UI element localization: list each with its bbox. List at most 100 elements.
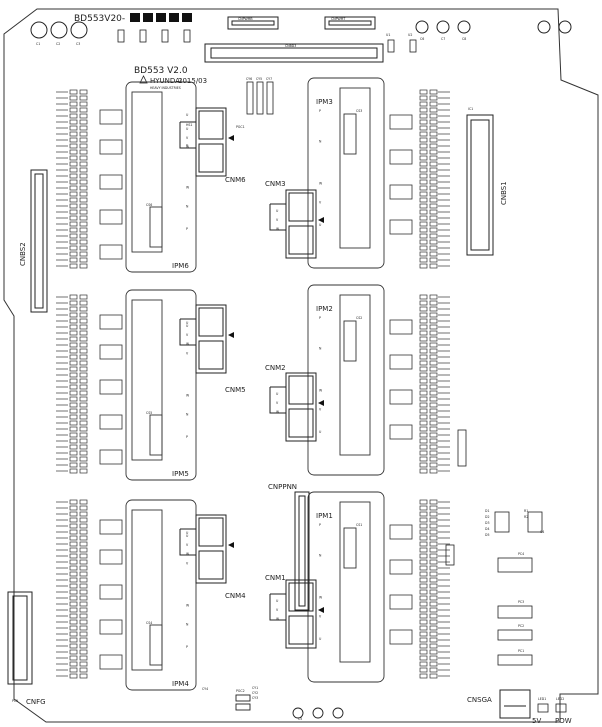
- resistor: [419, 155, 428, 161]
- cnm-pin-block: [198, 517, 224, 547]
- resistor: [69, 523, 78, 529]
- resistor: [419, 631, 428, 637]
- resistor: [429, 131, 438, 137]
- label-r1: R1: [524, 509, 528, 513]
- resistor: [429, 149, 438, 155]
- resistor: [69, 149, 78, 155]
- optocoupler: [99, 519, 123, 535]
- top-cap-label-3: CY7: [266, 77, 272, 81]
- resistor: [69, 529, 78, 535]
- cnm-lead: [269, 386, 286, 414]
- resistor: [79, 643, 88, 649]
- resistor: [79, 360, 88, 366]
- res-row: [56, 263, 88, 269]
- top-small-components: [117, 29, 417, 53]
- label-c5: C5: [298, 717, 302, 721]
- resistor: [69, 203, 78, 209]
- resistor: [419, 300, 428, 306]
- res-row: [419, 462, 450, 468]
- resistor: [79, 595, 88, 601]
- label-led1: LED1: [538, 697, 546, 701]
- resistor: [69, 101, 78, 107]
- resistor: [429, 408, 438, 414]
- ipm-label: IPM3: [316, 98, 333, 106]
- resistor: [79, 131, 88, 137]
- res-row: [419, 559, 450, 565]
- ipm-cap: [149, 414, 163, 456]
- res-row: [56, 613, 88, 619]
- ipm-pin-label: P: [319, 109, 321, 113]
- resistor: [79, 203, 88, 209]
- cnm-pin-label: V: [276, 401, 279, 405]
- res-row: [419, 318, 450, 324]
- resistor: [69, 631, 78, 637]
- ipm-pin-label: U: [186, 321, 189, 325]
- resistor: [79, 294, 88, 300]
- header-code: BD553V20-: [74, 14, 125, 24]
- label-u2: U2: [408, 33, 412, 37]
- resistor: [69, 601, 78, 607]
- cnm-lead: [179, 528, 196, 556]
- resistor: [419, 227, 428, 233]
- cnm-pin-label: U: [186, 324, 189, 328]
- res-row: [419, 414, 450, 420]
- resistor: [419, 348, 428, 354]
- resistor: [419, 378, 428, 384]
- resistor: [79, 378, 88, 384]
- ipm-cap: [343, 320, 357, 362]
- resistor: [429, 565, 438, 571]
- optocoupler: [389, 184, 413, 200]
- cnm-pin-block: [288, 375, 314, 405]
- resistor: [69, 505, 78, 511]
- label-u1: U1: [386, 33, 390, 37]
- res-row: [419, 294, 450, 300]
- ipm-inner: [131, 509, 163, 671]
- resistor: [429, 173, 438, 179]
- label-d5: D5: [485, 533, 489, 537]
- cnm-outline: [285, 372, 317, 442]
- resistor: [69, 384, 78, 390]
- resistor: [429, 631, 438, 637]
- resistor: [429, 462, 438, 468]
- resistor: [429, 553, 438, 559]
- res-row: [56, 239, 88, 245]
- res-row: [419, 306, 450, 312]
- resistor: [69, 607, 78, 613]
- res-row: [419, 113, 450, 119]
- resistor: [79, 191, 88, 197]
- resistor: [79, 107, 88, 113]
- cnm-pin-block: [198, 550, 224, 580]
- resistor: [419, 541, 428, 547]
- res-row: [419, 342, 450, 348]
- res-row: [56, 432, 88, 438]
- resistor: [419, 523, 428, 529]
- status-leds: [537, 703, 567, 713]
- resistor: [69, 239, 78, 245]
- res-row: [56, 155, 88, 161]
- cnm-pin-block: [288, 408, 314, 438]
- cnm-pin-block: [288, 582, 314, 612]
- res-row: [419, 245, 450, 251]
- res-row: [56, 450, 88, 456]
- resistor: [429, 155, 438, 161]
- resistor: [429, 384, 438, 390]
- ipm-module: [307, 77, 385, 269]
- res-row: [56, 167, 88, 173]
- resistor: [69, 257, 78, 263]
- optocoupler: [389, 629, 413, 645]
- resistor: [419, 547, 428, 553]
- resistor: [69, 595, 78, 601]
- res-row: [419, 655, 450, 661]
- resistor: [69, 517, 78, 523]
- resistor: [69, 535, 78, 541]
- cnm-pin-block: [198, 143, 224, 173]
- res-row: [56, 131, 88, 137]
- label-pc1: PC1: [518, 649, 524, 653]
- res-row: [56, 390, 88, 396]
- resistor: [419, 649, 428, 655]
- resistor: [69, 613, 78, 619]
- res-row: [56, 342, 88, 348]
- resistor: [79, 541, 88, 547]
- cnm-layer: CNM6UVWCNM5UVWCNM4UVWCNM3UVWCNM2UVWCNM1U…: [179, 107, 324, 649]
- resistor: [79, 300, 88, 306]
